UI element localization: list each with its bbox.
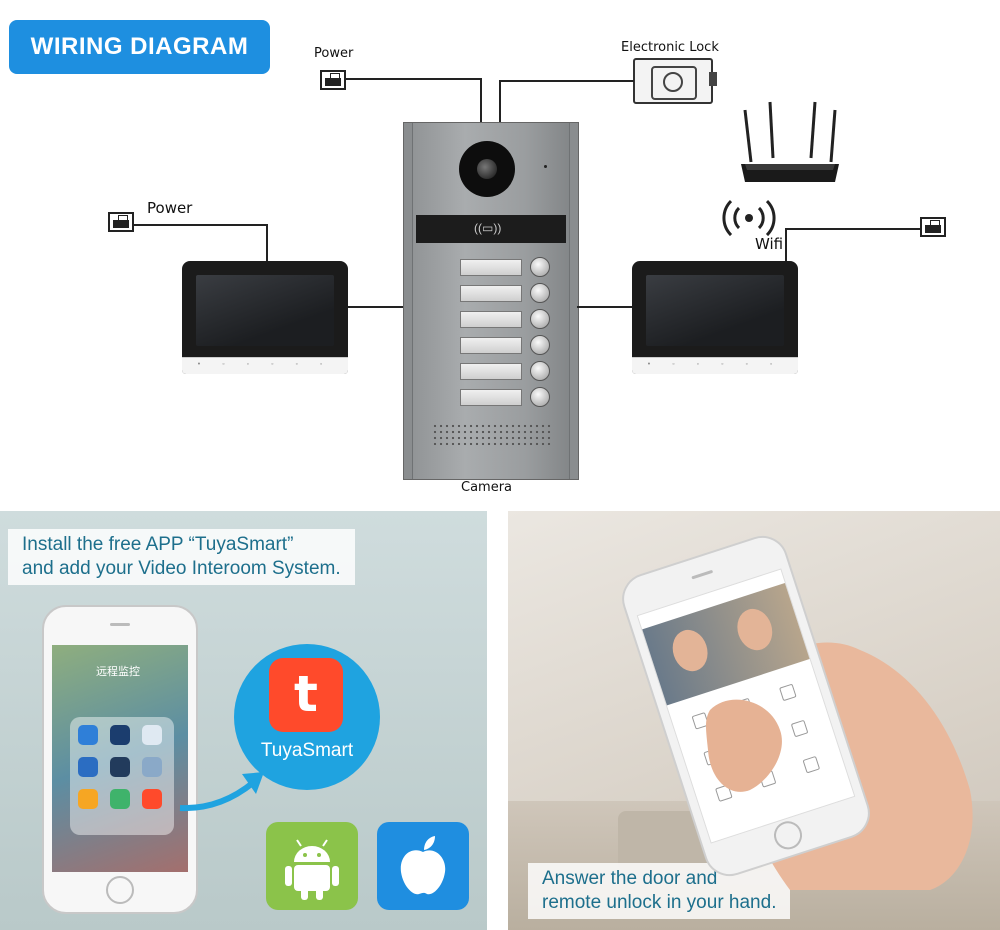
android-icon [285, 839, 339, 900]
nameplate-1 [460, 259, 522, 276]
caller-face-2 [732, 604, 778, 655]
wire-power-left-v [266, 224, 268, 261]
app-lens-icon [78, 757, 98, 777]
wire-lock-h [500, 80, 634, 82]
thumb-image [706, 699, 782, 792]
app-camera-icon [110, 725, 130, 745]
panel-rail-right [569, 123, 578, 479]
wire-lock-v [499, 80, 501, 122]
wire-power-right-h [786, 228, 920, 230]
call-button-2 [530, 283, 550, 303]
apple-icon [400, 836, 446, 895]
diagram-title: WIRING DIAGRAM [9, 20, 270, 74]
nameplate-4 [460, 337, 522, 354]
tuyasmart-icon: t [269, 658, 343, 732]
apple-store-badge [377, 822, 469, 910]
electronic-lock-icon [633, 58, 717, 104]
monitor-left-base: • ◦ ◦ ◦ ◦ ◦ [182, 357, 348, 374]
electronic-lock-label: Electronic Lock [621, 40, 719, 55]
answer-caption-line2: remote unlock in your hand. [542, 892, 777, 913]
phone-left-home-button [106, 876, 134, 904]
app-home-icon [78, 725, 98, 745]
answer-caption: Answer the door and remote unlock in you… [528, 863, 791, 919]
app-tuya-small-icon [142, 789, 162, 809]
indoor-monitor-right: • ◦ ◦ ◦ ◦ ◦ [632, 261, 798, 374]
phone-left: 远程监控 [42, 605, 198, 914]
power-plug-right-icon [920, 217, 946, 237]
power-plug-top-icon [320, 70, 346, 90]
nameplate-3 [460, 311, 522, 328]
wifi-signal-icon [722, 199, 776, 237]
install-caption-line1: Install the free APP “TuyaSmart” [22, 534, 294, 555]
install-caption-line2: and add your Video Interoom System. [22, 558, 341, 579]
rfid-icon: ((▭)) [474, 221, 502, 235]
microphone-dot [544, 165, 547, 168]
answer-caption-line1: Answer the door and [542, 868, 718, 889]
wire-power-top-h [346, 78, 481, 80]
phone-left-screen: 远程监控 [52, 645, 188, 872]
phone-right-home-button [770, 817, 806, 853]
caller-face-1 [667, 625, 713, 676]
nameplate-2 [460, 285, 522, 302]
wire-power-right-v [785, 228, 787, 261]
tuyasmart-app-badge: t TuyaSmart [234, 644, 380, 790]
android-store-badge [266, 822, 358, 910]
call-button-1 [530, 257, 550, 277]
call-button-3 [530, 309, 550, 329]
call-button-5 [530, 361, 550, 381]
speaker-grille [432, 423, 552, 445]
call-button-4 [530, 335, 550, 355]
app-smart-home-icon [78, 789, 98, 809]
phone-left-speaker [110, 623, 130, 626]
monitor-left-screen [196, 275, 334, 346]
wifi-label: Wifi [755, 235, 784, 253]
app-refresh-icon [110, 789, 130, 809]
indoor-monitor-left: • ◦ ◦ ◦ ◦ ◦ [182, 261, 348, 374]
app-cctv-icon [110, 757, 130, 777]
wire-power-top-v [480, 78, 482, 122]
camera-lens-icon [459, 141, 515, 197]
outdoor-door-panel: ((▭)) [403, 122, 579, 480]
wire-monitor-left [348, 306, 404, 308]
nameplate-5 [460, 363, 522, 380]
tuyasmart-name: TuyaSmart [260, 740, 354, 761]
rfid-reader: ((▭)) [416, 215, 566, 243]
panel-rail-left [404, 123, 413, 479]
app-eye-icon [142, 725, 162, 745]
nameplate-6 [460, 389, 522, 406]
arrow-icon [179, 772, 264, 812]
camera-label: Camera [461, 480, 513, 495]
app-cloud-icon [142, 757, 162, 777]
power-plug-left-icon [108, 212, 134, 232]
power-top-label: Power [314, 46, 354, 61]
wire-monitor-right [577, 306, 633, 308]
wifi-router-icon [741, 101, 839, 182]
install-caption: Install the free APP “TuyaSmart” and add… [8, 529, 355, 585]
phone-app-folder [70, 717, 174, 835]
power-left-label: Power [147, 199, 193, 217]
phone-folder-label: 远程监控 [96, 665, 140, 678]
wire-power-left-h [134, 224, 268, 226]
phone-right-speaker [691, 569, 714, 580]
monitor-right-base: • ◦ ◦ ◦ ◦ ◦ [632, 357, 798, 374]
monitor-right-screen [646, 275, 784, 346]
call-button-6 [530, 387, 550, 407]
